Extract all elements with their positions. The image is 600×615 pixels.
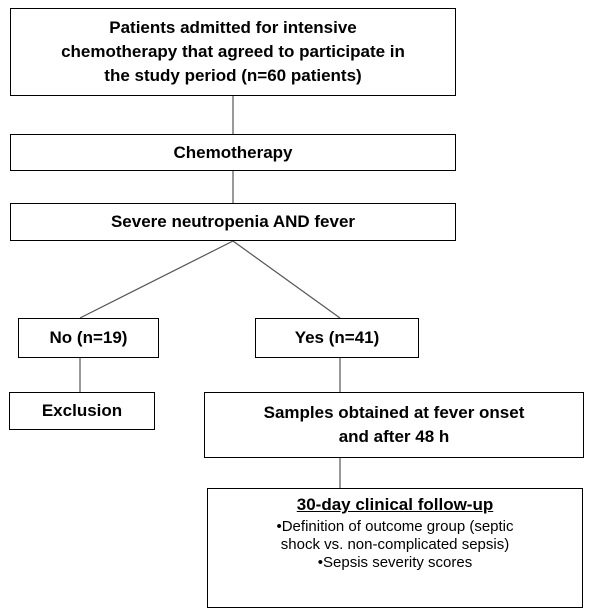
no-branch-box: No (n=19): [18, 318, 159, 358]
followup-item-3: •Sepsis severity scores: [317, 554, 473, 571]
samples-line-2: and after 48 h: [338, 427, 450, 446]
connector-neutropenia-to-yes: [232, 240, 341, 319]
followup-item-1: •Definition of outcome group (septic: [276, 518, 514, 535]
yes-branch-label: Yes (n=41): [294, 328, 380, 347]
exclusion-label: Exclusion: [41, 401, 123, 420]
samples-line-1: Samples obtained at fever onset: [263, 403, 525, 422]
enrolled-patients-line-2: chemotherapy that agreed to participate …: [61, 42, 405, 61]
samples-box: Samples obtained at fever onset and afte…: [204, 392, 584, 458]
chemotherapy-label: Chemotherapy: [173, 142, 293, 162]
followup-item-2: shock vs. non-complicated sepsis): [280, 536, 510, 553]
enrolled-patients-box: Patients admitted for intensive chemothe…: [10, 8, 456, 96]
followup-title: 30-day clinical follow-up: [296, 495, 494, 514]
no-branch-label: No (n=19): [49, 328, 128, 347]
yes-branch-box: Yes (n=41): [255, 318, 419, 358]
chemotherapy-box: Chemotherapy: [10, 134, 456, 171]
exclusion-box: Exclusion: [9, 392, 155, 430]
neutropenia-fever-box: Severe neutropenia AND fever: [10, 203, 456, 241]
enrolled-patients-line-3: the study period (n=60 patients): [104, 66, 362, 85]
neutropenia-fever-label: Severe neutropenia AND fever: [110, 212, 356, 231]
enrolled-patients-line-1: Patients admitted for intensive: [109, 18, 357, 37]
followup-box: 30-day clinical follow-up •Definition of…: [207, 488, 583, 608]
connector-neutropenia-to-no: [79, 240, 234, 319]
